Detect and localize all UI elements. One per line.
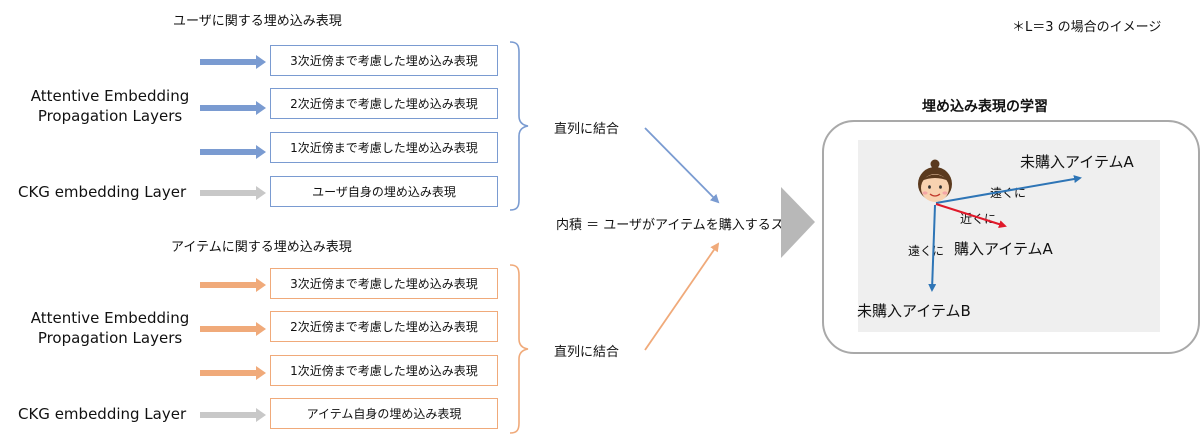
user-arrow-1 [200,145,266,159]
item-section-title: アイテムに関する埋め込み表現 [171,240,352,255]
item-attentive-label-line2: Propagation Layers [37,329,183,347]
item-to-score-arrow [644,242,720,351]
far-vector-a [935,175,1082,204]
user-attentive-label-line1: Attentive Embedding [30,87,190,105]
user-attentive-layer-label: Attentive Embedding Propagation Layers [30,86,190,126]
chevron-shape [781,187,815,258]
score-label: 内積 ＝ ユーザがアイテムを購入するスコア [556,218,810,233]
user-box-2hop: 2次近傍まで考慮した埋め込み表現 [270,88,498,119]
far-label-b: 遠くに [908,244,945,258]
item-ckg-layer-label: CKG embedding Layer [18,405,187,423]
unpurchased-item-b-label: 未購入アイテムB [857,302,971,320]
learning-panel-title: 埋め込み表現の学習 [922,99,1048,115]
user-arrow-3 [200,55,266,69]
item-arrow-2 [200,322,266,336]
user-to-score-arrow [644,127,720,204]
purchased-item-a-label: 購入アイテムA [954,240,1053,258]
user-attentive-label-line2: Propagation Layers [37,107,183,125]
user-section-title: ユーザに関する埋め込み表現 [173,14,342,29]
user-box-self: ユーザ自身の埋め込み表現 [270,176,498,207]
user-arrow-2 [200,101,266,115]
user-box-1hop: 1次近傍まで考慮した埋め込み表現 [270,132,498,163]
item-brace [509,264,529,434]
user-box-3hop: 3次近傍まで考慮した埋め込み表現 [270,45,498,76]
user-avatar [918,159,952,202]
note-text: ＊L＝3 の場合のイメージ [1012,20,1162,35]
item-attentive-label-line1: Attentive Embedding [30,309,190,327]
user-concat-label: 直列に結合 [554,122,620,137]
item-arrow-1 [200,366,266,380]
item-box-3hop: 3次近傍まで考慮した埋め込み表現 [270,268,498,299]
item-arrow-3 [200,278,266,292]
near-vector [935,203,1007,228]
far-vector-b [928,204,937,292]
item-concat-label: 直列に結合 [554,345,620,360]
user-ckg-layer-label: CKG embedding Layer [18,183,187,201]
learning-panel-plot-area [858,140,1160,332]
item-ckg-arrow [200,408,266,422]
item-box-1hop: 1次近傍まで考慮した埋め込み表現 [270,355,498,386]
unpurchased-item-a-label: 未購入アイテムA [1020,153,1134,171]
item-box-self: アイテム自身の埋め込み表現 [270,398,498,429]
user-ckg-arrow [200,186,266,200]
item-attentive-layer-label: Attentive Embedding Propagation Layers [30,308,190,348]
item-box-2hop: 2次近傍まで考慮した埋め込み表現 [270,311,498,342]
user-brace [509,41,529,211]
